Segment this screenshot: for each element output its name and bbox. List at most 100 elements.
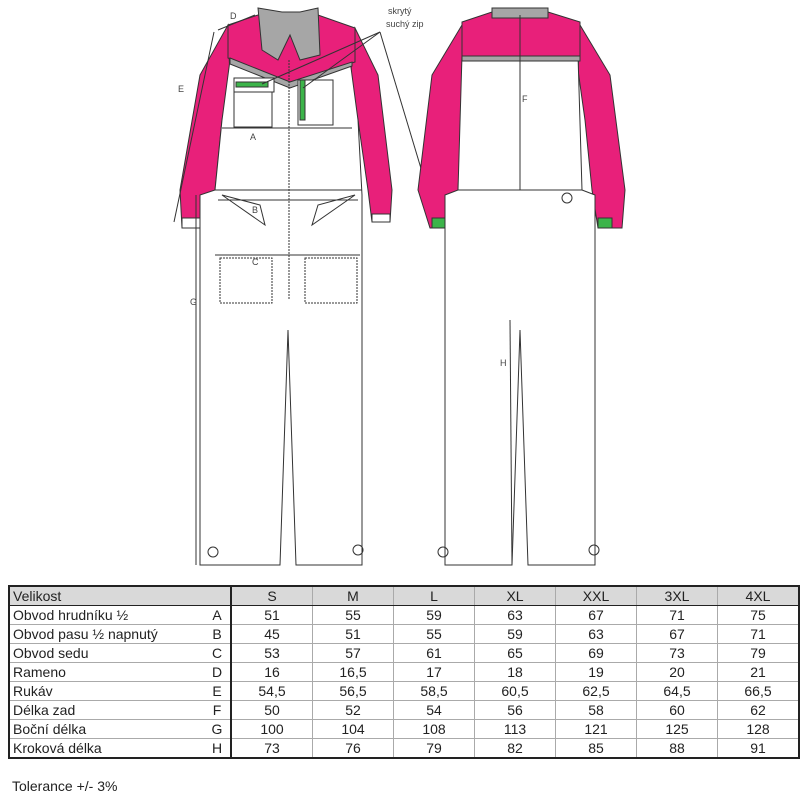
row-value: 73 xyxy=(636,643,718,663)
row-value: 56,5 xyxy=(312,681,394,701)
row-value: 20 xyxy=(636,662,718,682)
header-size: 3XL xyxy=(636,585,718,606)
row-value: 53 xyxy=(230,643,313,663)
row-value: 71 xyxy=(717,624,800,644)
back-view: F H xyxy=(417,7,626,566)
row-value: 67 xyxy=(555,605,637,625)
row-value: 73 xyxy=(230,738,313,759)
row-value: 100 xyxy=(230,719,313,739)
row-value: 63 xyxy=(555,624,637,644)
row-value: 57 xyxy=(312,643,394,663)
header-label: Velikost xyxy=(8,585,204,606)
front-view: A B C D E G skrytý suchý zip xyxy=(173,6,436,566)
row-value: 19 xyxy=(555,662,637,682)
row-value: 85 xyxy=(555,738,637,759)
dimension-label-c: C xyxy=(252,257,259,267)
header-size: XL xyxy=(474,585,556,606)
dimension-label-e: E xyxy=(178,84,184,94)
row-value: 88 xyxy=(636,738,718,759)
size-table: Velikost S M L XL XXL 3XL 4XL Obvod hrud… xyxy=(8,585,800,759)
row-value: 69 xyxy=(555,643,637,663)
row-name: Obvod pasu ½ napnutý xyxy=(8,624,204,644)
row-value: 75 xyxy=(717,605,800,625)
row-value: 104 xyxy=(312,719,394,739)
header-code-cell xyxy=(204,585,232,606)
annotation-line-2: suchý zip xyxy=(386,19,424,29)
row-value: 91 xyxy=(717,738,800,759)
row-value: 18 xyxy=(474,662,556,682)
row-value: 55 xyxy=(393,624,475,644)
row-value: 56 xyxy=(474,700,556,720)
row-value: 79 xyxy=(393,738,475,759)
row-code: F xyxy=(204,700,232,720)
row-name: Délka zad xyxy=(8,700,204,720)
row-value: 62 xyxy=(717,700,800,720)
row-value: 50 xyxy=(230,700,313,720)
row-value: 62,5 xyxy=(555,681,637,701)
dimension-label-b: B xyxy=(252,205,258,215)
row-code: G xyxy=(204,719,232,739)
row-value: 128 xyxy=(717,719,800,739)
row-value: 125 xyxy=(636,719,718,739)
dimension-label-a: A xyxy=(250,132,256,142)
row-value: 60 xyxy=(636,700,718,720)
row-value: 59 xyxy=(393,605,475,625)
coverall-technical-drawing: A B C D E G skrytý suchý zip F H xyxy=(173,6,626,566)
row-name: Obvod sedu xyxy=(8,643,204,663)
header-size: M xyxy=(312,585,394,606)
row-value: 54,5 xyxy=(230,681,313,701)
row-value: 108 xyxy=(393,719,475,739)
dimension-label-h: H xyxy=(500,358,507,368)
row-value: 79 xyxy=(717,643,800,663)
dimension-label-f: F xyxy=(522,94,528,104)
row-code: B xyxy=(204,624,232,644)
header-size: S xyxy=(230,585,313,606)
row-code: C xyxy=(204,643,232,663)
row-value: 59 xyxy=(474,624,556,644)
row-value: 16 xyxy=(230,662,313,682)
row-value: 61 xyxy=(393,643,475,663)
row-value: 52 xyxy=(312,700,394,720)
row-code: D xyxy=(204,662,232,682)
header-size: 4XL xyxy=(717,585,800,606)
row-value: 16,5 xyxy=(312,662,394,682)
row-code: E xyxy=(204,681,232,701)
row-value: 76 xyxy=(312,738,394,759)
row-value: 60,5 xyxy=(474,681,556,701)
row-value: 58,5 xyxy=(393,681,475,701)
row-code: A xyxy=(204,605,232,625)
row-value: 113 xyxy=(474,719,556,739)
row-name: Boční délka xyxy=(8,719,204,739)
tolerance-note: Tolerance +/- 3% xyxy=(12,778,118,794)
row-name: Rukáv xyxy=(8,681,204,701)
row-value: 55 xyxy=(312,605,394,625)
row-value: 17 xyxy=(393,662,475,682)
row-value: 121 xyxy=(555,719,637,739)
row-name: Obvod hrudníku ½ xyxy=(8,605,204,625)
row-value: 66,5 xyxy=(717,681,800,701)
row-value: 71 xyxy=(636,605,718,625)
row-value: 82 xyxy=(474,738,556,759)
header-size: L xyxy=(393,585,475,606)
header-size: XXL xyxy=(555,585,637,606)
dimension-label-g: G xyxy=(190,297,197,307)
row-value: 51 xyxy=(312,624,394,644)
row-name: Kroková délka xyxy=(8,738,204,759)
row-value: 67 xyxy=(636,624,718,644)
dimension-label-d: D xyxy=(230,11,237,21)
row-value: 63 xyxy=(474,605,556,625)
annotation-line-1: skrytý xyxy=(388,6,412,16)
row-value: 54 xyxy=(393,700,475,720)
row-value: 51 xyxy=(230,605,313,625)
row-value: 45 xyxy=(230,624,313,644)
row-value: 65 xyxy=(474,643,556,663)
row-code: H xyxy=(204,738,232,759)
